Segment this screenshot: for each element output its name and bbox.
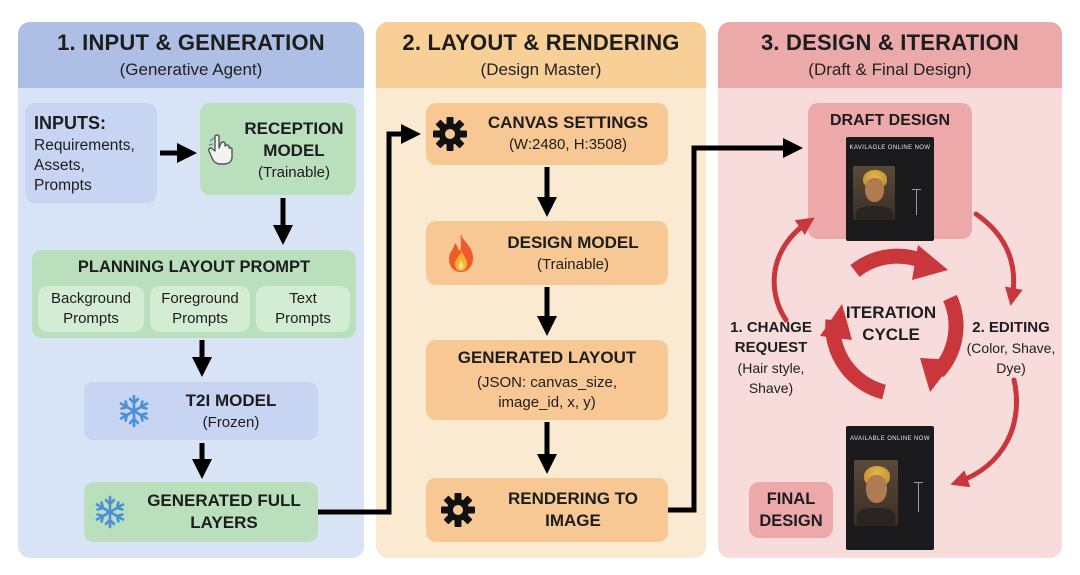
generated-full-layers-box: GENERATED FULL LAYERS — [84, 482, 318, 542]
panel-subtitle: (Generative Agent) — [119, 60, 263, 79]
panel-title: 1. INPUT & GENERATION — [57, 30, 325, 55]
inputs-box: INPUTS: Requirements, Assets, Prompts — [25, 103, 157, 203]
inputs-line: Assets, — [34, 157, 85, 174]
rendering-title: RENDERING TO — [507, 489, 639, 508]
panel-header: 1. INPUT & GENERATION (Generative Agent) — [18, 22, 364, 88]
foreground-prompts-box: Foreground Prompts — [150, 286, 250, 332]
reception-title: MODEL — [263, 141, 325, 160]
layout-sub: (JSON: canvas_size, — [476, 374, 618, 391]
panel-header: 3. DESIGN & ITERATION (Draft & Final Des… — [718, 22, 1062, 88]
final-design-label-box: FINAL DESIGN — [749, 482, 833, 538]
canvas-title: CANVAS SETTINGS — [487, 113, 649, 132]
design-model-title: DESIGN MODEL — [507, 233, 639, 252]
inputs-line: Requirements, — [34, 137, 135, 154]
change-text: 1. CHANGE — [730, 319, 812, 336]
change-text: (Hair style, — [737, 360, 805, 376]
inputs-line: Prompts — [34, 177, 92, 194]
gear-icon — [432, 116, 468, 157]
panel-subtitle: (Draft & Final Design) — [808, 60, 972, 79]
edit-text: (Color, Shave, — [966, 340, 1056, 356]
edit-text: 2. EDITING — [972, 319, 1050, 336]
design-model-sub: (Trainable) — [537, 256, 609, 273]
panel-title: 3. DESIGN & ITERATION — [760, 30, 1020, 55]
iteration-cycle-label: ITERATION CYCLE — [836, 302, 946, 346]
background-prompts-box: Background Prompts — [38, 286, 144, 332]
poster-headline: KAVILAGLE ONLINE NOW — [849, 145, 931, 151]
prompt-label: Text — [289, 290, 317, 307]
rendering-title: IMAGE — [545, 511, 601, 530]
prompt-label: Prompts — [172, 310, 228, 327]
draft-title: DRAFT DESIGN — [830, 112, 950, 129]
planning-layout-prompt-box: PLANNING LAYOUT PROMPT Background Prompt… — [32, 250, 356, 338]
cycle-text: ITERATION — [845, 303, 937, 322]
reception-model-box: RECEPTION MODEL (Trainable) — [200, 103, 356, 195]
panel-title: 2. LAYOUT & RENDERING — [402, 30, 680, 55]
rendering-to-image-box: RENDERING TO IMAGE — [426, 478, 668, 542]
reception-sub: (Trainable) — [258, 164, 330, 181]
layout-sub: image_id, x, y) — [498, 394, 596, 411]
editing-label: 2. EDITING (Color, Shave, Dye) — [962, 318, 1060, 378]
planning-title: PLANNING LAYOUT PROMPT — [77, 258, 311, 276]
reception-title: RECEPTION — [244, 119, 344, 138]
edit-text: Dye) — [996, 360, 1026, 376]
layers-title: GENERATED FULL — [147, 491, 301, 510]
change-text: REQUEST — [734, 339, 808, 356]
canvas-sub: (W:2480, H:3508) — [508, 136, 628, 153]
draft-poster-image: KAVILAGLE ONLINE NOW — [846, 137, 934, 241]
change-request-label: 1. CHANGE REQUEST (Hair style, Shave) — [722, 318, 820, 398]
layers-title: LAYERS — [190, 513, 258, 532]
portrait-image — [853, 166, 895, 220]
t2i-title: T2I MODEL — [185, 391, 277, 410]
panel-subtitle: (Design Master) — [480, 60, 602, 79]
panel-header: 2. LAYOUT & RENDERING (Design Master) — [376, 22, 706, 88]
gear-icon — [440, 492, 476, 533]
design-model-box: DESIGN MODEL (Trainable) — [426, 221, 668, 285]
hand-pointer-icon — [206, 133, 236, 170]
final-text: FINAL — [766, 490, 816, 508]
prompt-label: Prompts — [275, 310, 331, 327]
generated-layout-box: GENERATED LAYOUT (JSON: canvas_size, ima… — [426, 340, 668, 420]
snowflake-icon — [92, 494, 128, 535]
cycle-text: CYCLE — [862, 325, 920, 344]
portrait-image — [854, 460, 898, 526]
change-text: Shave) — [748, 380, 794, 396]
prompt-label: Background — [50, 290, 132, 307]
layout-title: GENERATED LAYOUT — [457, 348, 637, 367]
poster-headline: AVAILABLE ONLINE NOW — [850, 436, 930, 442]
inputs-title: INPUTS: — [34, 113, 106, 133]
prompt-label: Foreground — [161, 290, 239, 307]
flame-icon — [444, 232, 478, 279]
snowflake-icon — [116, 393, 152, 434]
final-poster-image: AVAILABLE ONLINE NOW — [846, 426, 934, 550]
t2i-model-box: T2I MODEL (Frozen) — [84, 382, 318, 440]
t2i-sub: (Frozen) — [202, 414, 260, 431]
final-text: DESIGN — [759, 512, 823, 530]
canvas-settings-box: CANVAS SETTINGS (W:2480, H:3508) — [426, 103, 668, 165]
prompt-label: Prompts — [63, 310, 119, 327]
text-prompts-box: Text Prompts — [256, 286, 350, 332]
